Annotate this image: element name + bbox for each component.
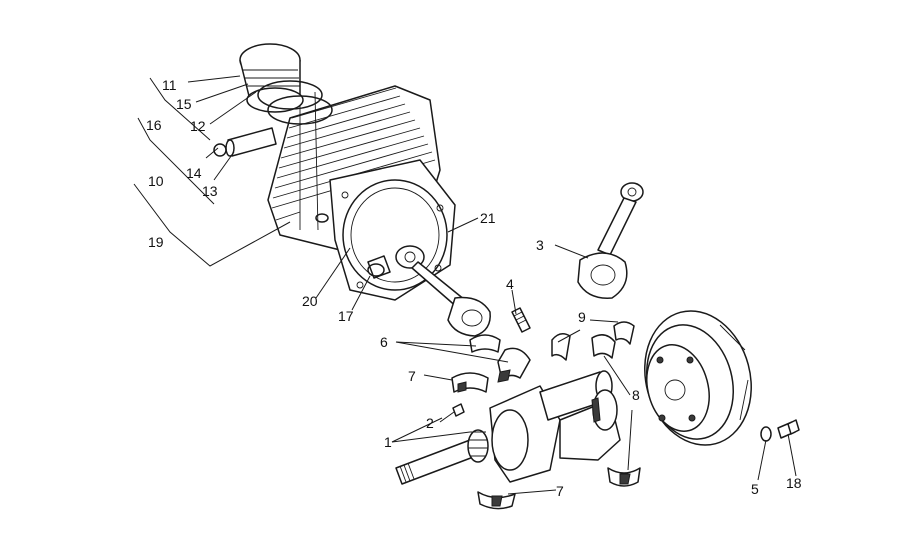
connecting-rod-right bbox=[577, 182, 644, 299]
callout-15: 15 bbox=[176, 96, 192, 112]
piston bbox=[239, 43, 304, 113]
callout-17: 17 bbox=[338, 308, 354, 324]
callout-14: 14 bbox=[186, 165, 202, 181]
thrust-washers bbox=[551, 321, 635, 361]
woodruff-key bbox=[452, 403, 465, 417]
flywheel bbox=[644, 310, 752, 446]
callout-labels: 11 15 12 16 14 10 13 19 20 17 21 3 4 9 6… bbox=[146, 77, 802, 499]
callout-19: 19 bbox=[148, 234, 164, 250]
leader-lines bbox=[133, 75, 797, 495]
bearing-shells-right bbox=[591, 334, 641, 487]
callout-10: 10 bbox=[148, 173, 164, 189]
callout-9: 9 bbox=[578, 309, 586, 325]
small-seal bbox=[315, 213, 329, 223]
callout-18: 18 bbox=[786, 475, 802, 491]
connecting-rod-left bbox=[395, 245, 491, 337]
washer bbox=[760, 426, 772, 442]
main-bearing-shell-lower bbox=[477, 491, 516, 510]
callout-6: 6 bbox=[380, 334, 388, 350]
callout-1: 1 bbox=[384, 434, 392, 450]
gudgeon-pin bbox=[225, 127, 277, 157]
callout-7-lower: 7 bbox=[556, 483, 564, 499]
flywheel-bolt bbox=[777, 419, 800, 439]
crankshaft bbox=[395, 370, 621, 485]
callout-13: 13 bbox=[202, 183, 218, 199]
callout-11: 11 bbox=[162, 77, 177, 93]
callout-20: 20 bbox=[302, 293, 318, 309]
main-bearing-shell-upper bbox=[451, 372, 489, 393]
callout-7-upper: 7 bbox=[408, 368, 416, 384]
callout-21: 21 bbox=[480, 210, 496, 226]
callout-4: 4 bbox=[506, 276, 514, 292]
callout-16: 16 bbox=[146, 117, 162, 133]
callout-2: 2 bbox=[426, 415, 434, 431]
piston-rings bbox=[257, 80, 333, 125]
small-end-bush bbox=[367, 255, 391, 279]
callout-3: 3 bbox=[536, 237, 544, 253]
callout-8: 8 bbox=[632, 387, 640, 403]
cylinder-assembly bbox=[213, 43, 456, 301]
circlip bbox=[213, 143, 227, 157]
cylinder-base-gasket bbox=[329, 159, 456, 301]
callout-5: 5 bbox=[751, 481, 759, 497]
bolt bbox=[511, 307, 531, 333]
callout-12: 12 bbox=[190, 118, 206, 134]
big-end-bearing-shells bbox=[469, 334, 531, 383]
